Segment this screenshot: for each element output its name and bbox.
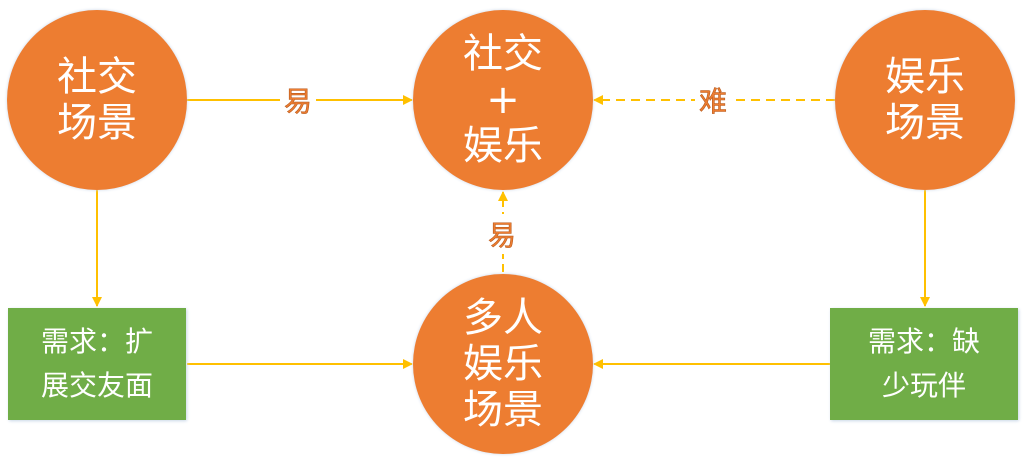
node-label: 娱乐: [885, 54, 965, 100]
node-label: +: [486, 77, 520, 123]
edge-label-easy: 易: [484, 214, 521, 254]
node-label: 场景: [57, 100, 137, 146]
edge-label-easy: 易: [280, 80, 317, 120]
edge-label-hard: 难: [695, 80, 732, 120]
node-label: 场景: [885, 100, 965, 146]
node-label: 社交: [57, 54, 137, 100]
node-label: 娱乐: [463, 123, 543, 169]
node-label: 娱乐: [463, 341, 543, 387]
box-label: 少玩伴: [881, 369, 966, 402]
node-social-scene: 社交 场景: [7, 10, 187, 190]
node-multiplayer-entertainment-scene: 多人 娱乐 场景: [413, 274, 593, 454]
node-label: 社交: [463, 31, 543, 77]
box-label: 需求：扩: [40, 325, 153, 358]
node-label: 场景: [463, 387, 543, 433]
box-label: 需求：缺: [867, 325, 980, 358]
need-lack-playmates-box: 需求：缺 少玩伴: [830, 308, 1018, 420]
node-entertainment-scene: 娱乐 场景: [835, 10, 1015, 190]
node-label: 多人: [463, 295, 543, 341]
box-label: 展交友面: [40, 369, 153, 402]
need-expand-friends-box: 需求：扩 展交友面: [8, 308, 186, 420]
node-social-plus-entertainment: 社交 + 娱乐: [413, 10, 593, 190]
